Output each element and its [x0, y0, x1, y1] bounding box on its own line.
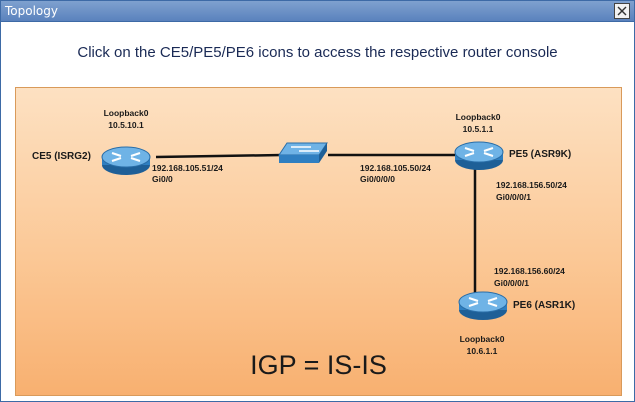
pe6-router-icon[interactable]: [458, 291, 508, 320]
topology-canvas: Loopback0 10.5.10.1 CE5 (ISRG2) 192.168.…: [15, 87, 622, 396]
pe5-interface-down: Gi0/0/0/1: [496, 192, 531, 202]
pe5-name: PE5 (ASR9K): [509, 149, 572, 160]
pe6-ip: 192.168.156.60/24: [494, 266, 565, 276]
pe5-loopback-ip: 10.5.1.1: [462, 124, 494, 134]
ce5-router-icon[interactable]: [101, 146, 151, 175]
pe5-interface-left: Gi0/0/0/0: [360, 174, 395, 184]
close-button[interactable]: [614, 3, 630, 19]
pe5-ip-down: 192.168.156.50/24: [496, 180, 567, 190]
ce5-ip: 192.168.105.51/24: [152, 163, 223, 173]
ce5-interface: Gi0/0: [152, 174, 173, 184]
close-icon: [617, 6, 627, 16]
ce5-name: CE5 (ISRG2): [32, 151, 91, 162]
pe5-ip-left: 192.168.105.50/24: [360, 163, 431, 173]
topology-diagram: [101, 141, 508, 320]
pe6-loopback-label: Loopback0: [459, 334, 505, 344]
ce5-loopback-label: Loopback0: [103, 108, 149, 118]
switch-icon[interactable]: [278, 142, 328, 163]
instruction-text: Click on the CE5/PE5/PE6 icons to access…: [77, 44, 558, 61]
ce5-loopback-ip: 10.5.10.1: [108, 120, 144, 130]
igp-label: IGP = IS-IS: [250, 350, 387, 380]
pe5-loopback-label: Loopback0: [455, 112, 501, 122]
window-title: Topology: [5, 4, 58, 18]
title-bar: Topology: [1, 1, 634, 22]
pe6-loopback-ip: 10.6.1.1: [466, 346, 498, 356]
pe6-name: PE6 (ASR1K): [513, 300, 576, 311]
pe6-interface: Gi0/0/0/1: [494, 278, 529, 288]
link-ce5-switch: [155, 153, 283, 159]
pe5-router-icon[interactable]: [454, 141, 504, 170]
